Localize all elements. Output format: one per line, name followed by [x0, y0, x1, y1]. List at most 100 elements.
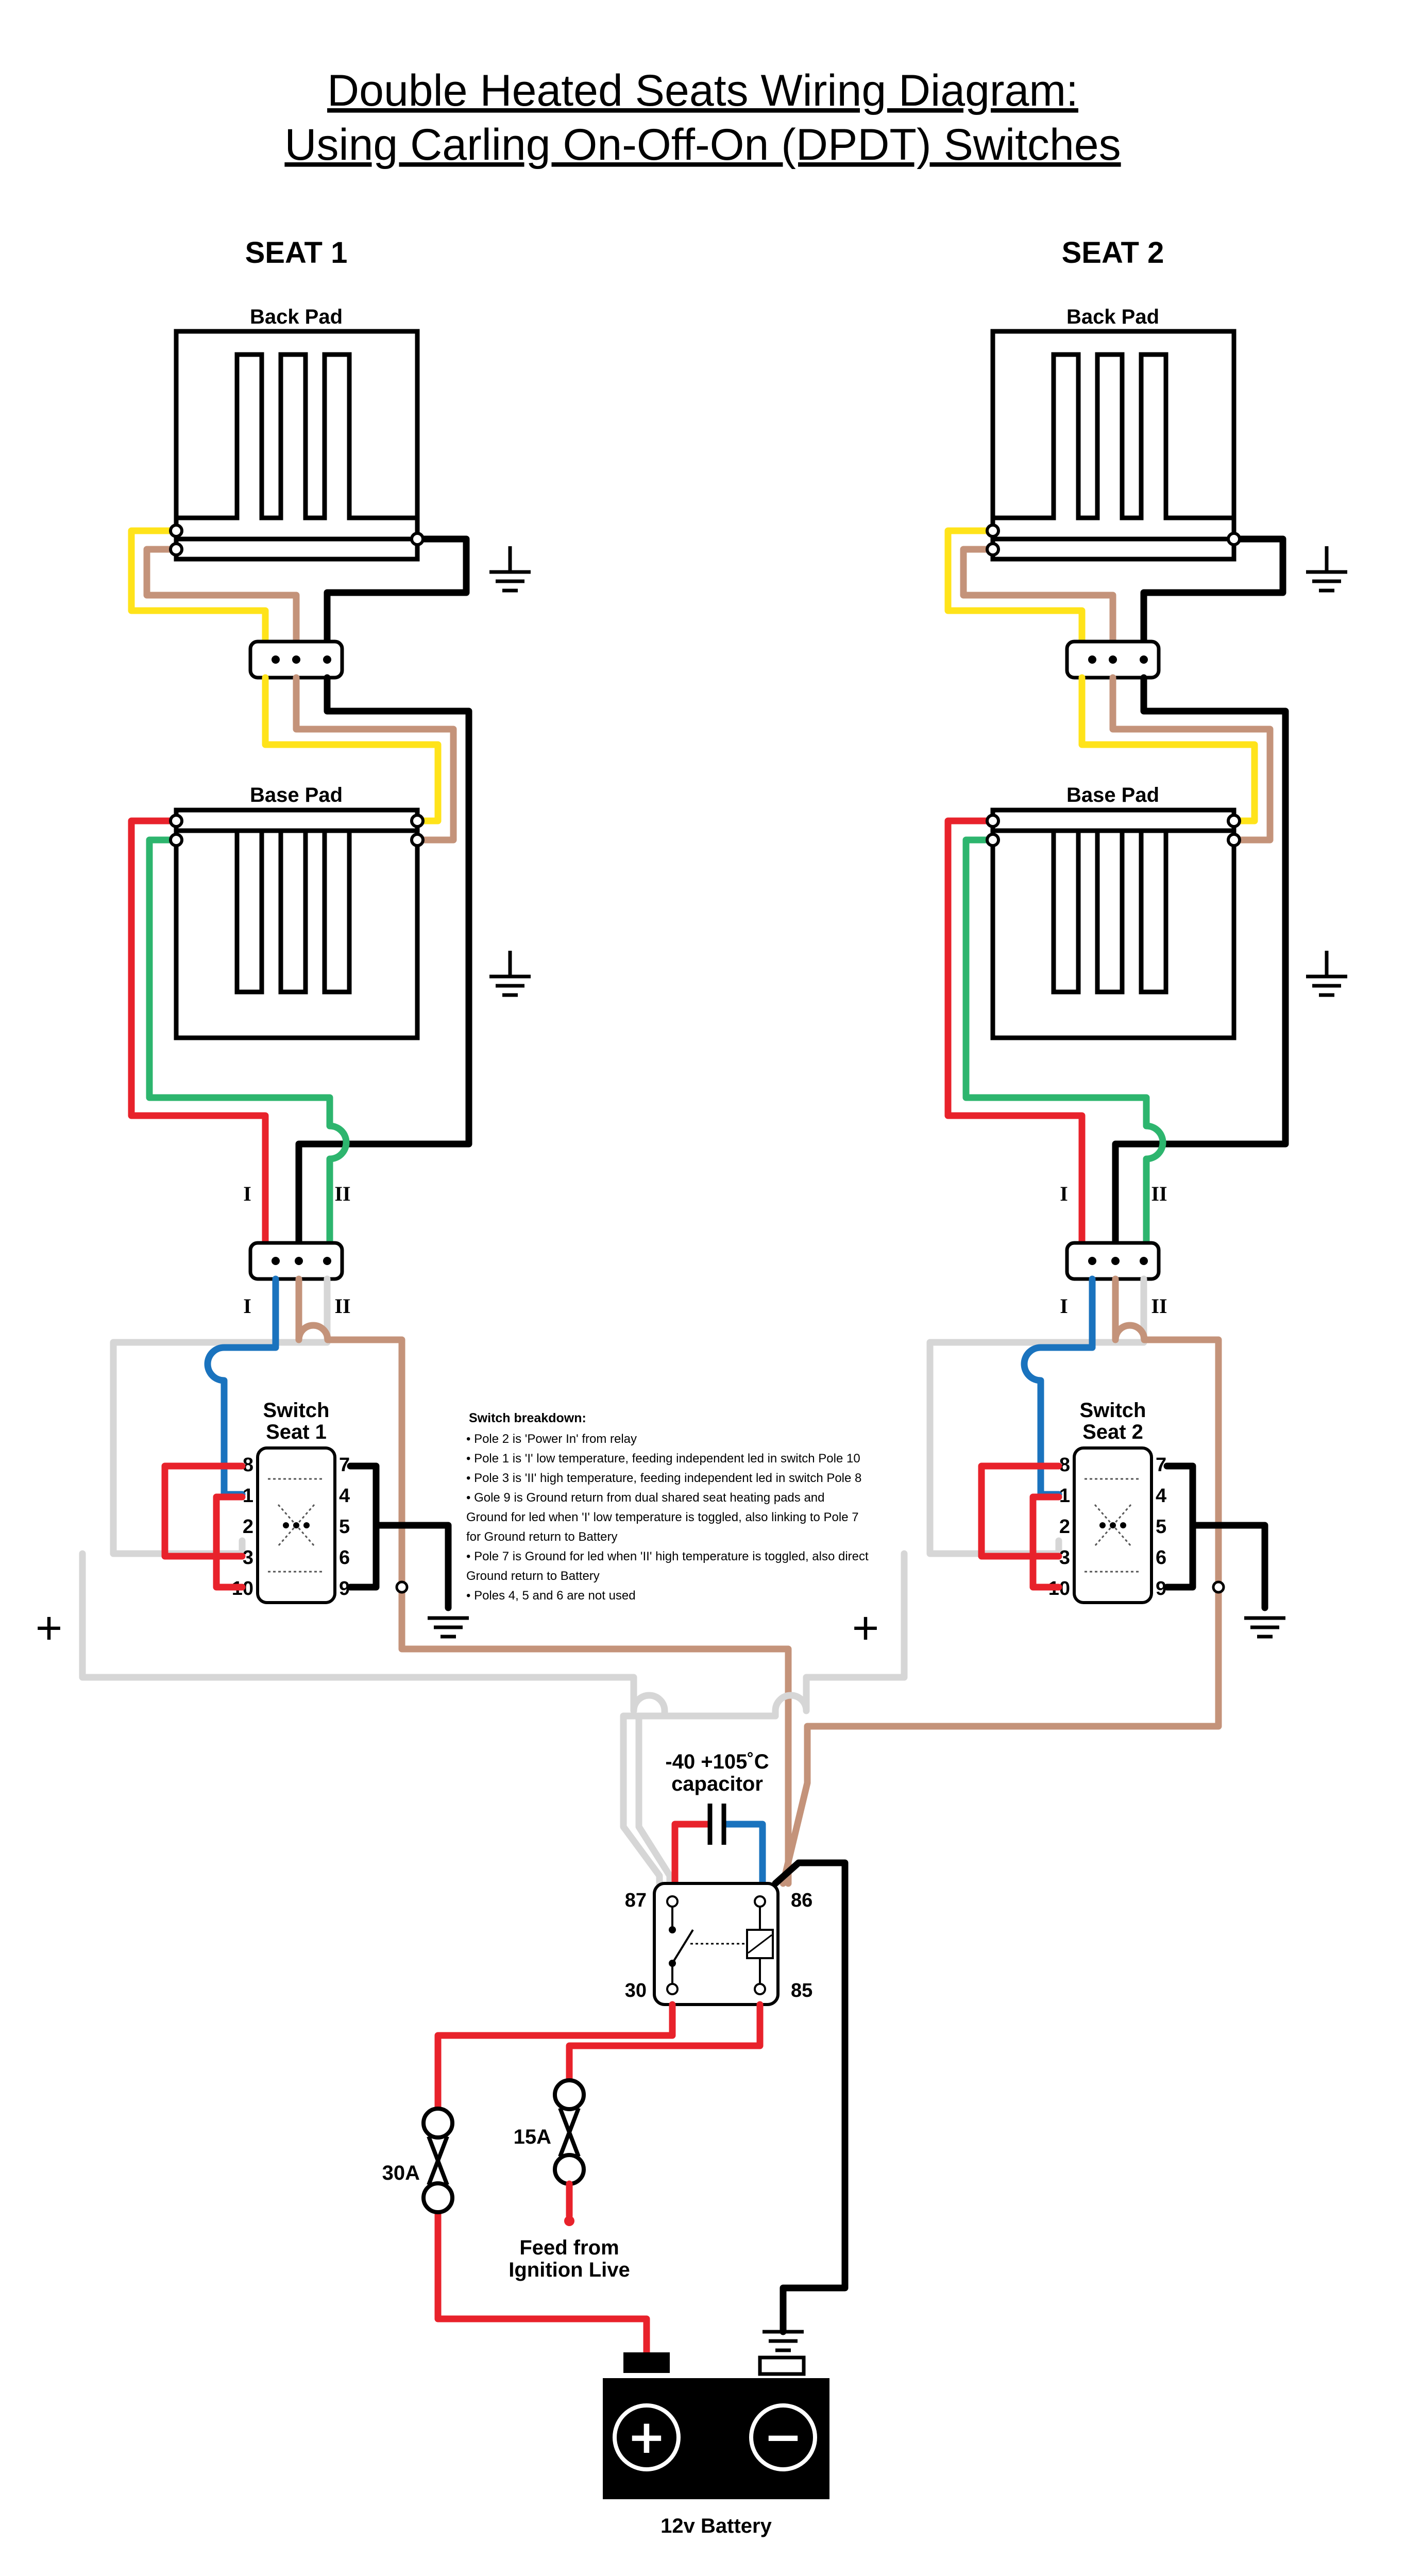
switch-breakdown-line: • Pole 3 is 'II' high temperature, feedi… — [466, 1471, 861, 1485]
seat-2-red-jumper-b — [1029, 1493, 1062, 1591]
seat-2-pin-7: 7 — [1156, 1454, 1166, 1476]
switch-breakdown-line: • Pole 1 is 'I' low temperature, feeding… — [466, 1452, 860, 1466]
seat-2-pin-9: 9 — [1156, 1578, 1166, 1600]
seat-1-switch-label-line-1: Switch — [263, 1399, 330, 1422]
relay-grey-wire-b — [635, 1712, 779, 1887]
seat-1-blue-wire — [204, 1275, 279, 1498]
seat-1-switch-label-line-2: Seat 1 — [266, 1421, 327, 1443]
fuse-30a-label: 30A — [382, 2162, 420, 2184]
relay-pin-87: 87 — [625, 1890, 647, 1911]
seat-2-back-pad-label: Back Pad — [1066, 306, 1159, 328]
seat-1-connector-bottom — [248, 1241, 344, 1281]
seat-1-ground-icon-base — [489, 951, 531, 997]
ignition-red-wire — [566, 2001, 764, 2083]
seat-1-black-wire-mid — [295, 674, 472, 1264]
seat-2-roman-one-bottom: I — [1060, 1294, 1068, 1318]
seat-1-pin-8: 8 — [243, 1454, 253, 1476]
seat-2-heading: SEAT 2 — [1062, 236, 1164, 270]
seat-2-connector-top — [1065, 639, 1161, 680]
seat-1-back-pad — [174, 329, 420, 562]
seat-2-back-pad — [990, 329, 1236, 562]
seat-2-pin-3: 3 — [1059, 1547, 1070, 1569]
fuse-15a: 15A Feed from Ignition Live — [509, 2078, 630, 2281]
seat-2-tan-wire-down — [780, 1275, 1222, 1887]
diagram-title-line-1: Double Heated Seats Wiring Diagram: — [327, 66, 1078, 115]
seat-2-green-wire — [962, 836, 1166, 1264]
seat-2-switch-label-line-1: Switch — [1080, 1399, 1146, 1422]
relay-pin-86: 86 — [791, 1890, 812, 1911]
seat-1-back-pad-label: Back Pad — [250, 306, 343, 328]
seat-2-base-pad — [990, 807, 1236, 1040]
seat-2-blue-wire — [1021, 1275, 1096, 1498]
relay[interactable]: 87 86 30 85 — [625, 1882, 813, 2006]
switch-breakdown-line: Ground return to Battery — [466, 1569, 600, 1583]
battery-label: 12v Battery — [660, 2515, 772, 2537]
seat-1-red-jumper-b — [213, 1493, 246, 1591]
seat-1-plus-symbol: + — [36, 1603, 63, 1654]
seat-2-plus-symbol: + — [852, 1603, 879, 1654]
seat-2-pin-6: 6 — [1156, 1547, 1166, 1569]
switch-breakdown-line: • Gole 9 is Ground return from dual shar… — [466, 1491, 824, 1505]
seat-1-ground-icon-switch — [428, 1616, 469, 1639]
seat-1-heading: SEAT 1 — [245, 236, 348, 270]
seat-1-switch-ground-wire — [347, 1462, 452, 1611]
switch-breakdown-line: • Pole 7 is Ground for led when 'II' hig… — [466, 1550, 869, 1563]
seat-2-base-pad-label: Base Pad — [1066, 784, 1159, 806]
seat-1-red-wire — [128, 817, 269, 1264]
seat-2-switch-label-line-2: Seat 2 — [1082, 1421, 1143, 1443]
switch-breakdown-line: • Poles 4, 5 and 6 are not used — [466, 1589, 636, 1603]
seat-1-pin-7: 7 — [339, 1454, 350, 1476]
seat-2-group: SEAT 2 Back Pad Base Pad — [772, 236, 1347, 1887]
switch-breakdown-line: for Ground return to Battery — [466, 1530, 617, 1544]
seat-1-group: SEAT 1 Back Pad Base Pad — [36, 236, 792, 1887]
seat-2-pin-5: 5 — [1156, 1516, 1166, 1538]
seat-1-switch[interactable]: Switch Seat 1 8 1 2 3 10 7 4 5 6 9 — [232, 1399, 350, 1604]
seat-1-tan-wire-top — [143, 546, 300, 645]
seat-1-base-pad-label: Base Pad — [250, 784, 343, 806]
seat-1-pin-3: 3 — [243, 1547, 253, 1569]
seat-2-pin-1: 1 — [1059, 1485, 1070, 1507]
ignition-feed-label-line-1: Feed from — [519, 2236, 619, 2259]
battery-positive-icon: + — [627, 2410, 666, 2464]
relay-pin-30: 30 — [625, 1980, 647, 2001]
seat-1-roman-one-bottom: I — [243, 1294, 251, 1318]
switch-breakdown-heading: Switch breakdown: — [469, 1411, 586, 1425]
battery: + − 12v Battery — [603, 2352, 829, 2537]
capacitor: -40 +105˚C capacitor — [665, 1750, 769, 1887]
battery-ground-icon — [763, 2330, 804, 2352]
seat-1-black-wire-top — [324, 535, 470, 645]
seat-1-roman-two-top: II — [334, 1182, 350, 1205]
seat-2-switch[interactable]: Switch Seat 2 8 1 2 3 10 7 4 5 6 9 — [1048, 1399, 1166, 1604]
relay-pin-85: 85 — [791, 1980, 812, 2001]
seat-2-roman-one-top: I — [1060, 1182, 1068, 1205]
seat-2-black-wire-top — [1140, 535, 1286, 645]
seat-1-ground-icon-back — [489, 546, 531, 593]
seat-1-green-wire — [146, 836, 350, 1264]
seat-1-tan-wire-down — [295, 1275, 792, 1887]
relay-black-wire — [772, 1859, 849, 2335]
seat-1-pin-6: 6 — [339, 1547, 350, 1569]
fuse-15a-label: 15A — [514, 2126, 551, 2148]
seat-2-pin-2: 2 — [1059, 1516, 1070, 1538]
battery-negative-icon: − — [764, 2410, 802, 2464]
ignition-feed-label-line-2: Ignition Live — [509, 2259, 630, 2281]
seat-1-yellow-wire-top — [128, 527, 269, 645]
seat-2-red-jumper-a — [978, 1462, 1062, 1560]
seat-2-black-wire-mid — [1112, 674, 1289, 1264]
seat-2-roman-two-bottom: II — [1151, 1294, 1167, 1318]
seat-2-switch-ground-wire — [1163, 1462, 1268, 1611]
main-red-wire — [434, 2001, 676, 2369]
seat-2-tan-wire-mid — [1109, 674, 1274, 844]
diagram-title-line-2: Using Carling On-Off-On (DPDT) Switches — [284, 120, 1121, 170]
seat-1-pin-9: 9 — [339, 1578, 350, 1600]
seat-2-red-wire — [944, 817, 1086, 1264]
seat-2-yellow-wire-top — [944, 527, 1086, 645]
seat-2-pin-4: 4 — [1156, 1485, 1166, 1507]
seat-1-red-jumper-a — [161, 1462, 246, 1560]
seat-1-pin-5: 5 — [339, 1516, 350, 1538]
seat-1-roman-one-top: I — [243, 1182, 251, 1205]
seat-1-yellow-wire-mid — [262, 674, 442, 824]
seat-2-pin-8: 8 — [1059, 1454, 1070, 1476]
seat-1-pin-2: 2 — [243, 1516, 253, 1538]
